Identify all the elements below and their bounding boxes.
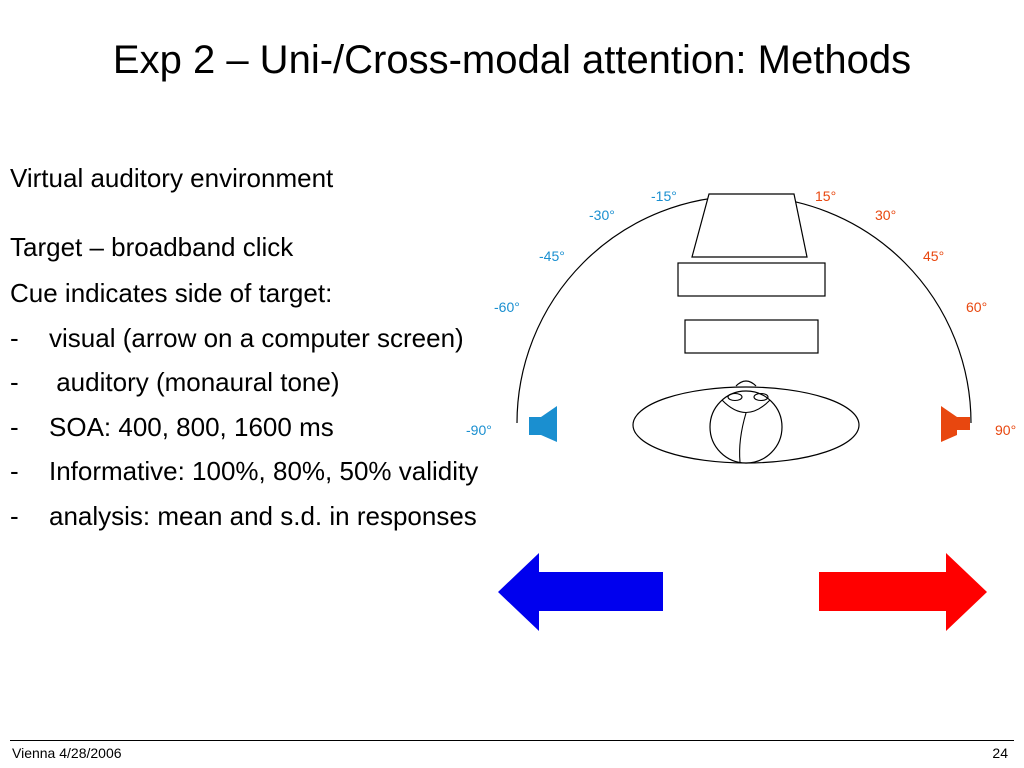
angle-label-left: -90° xyxy=(466,422,492,438)
right-arrow-icon xyxy=(819,553,987,631)
bullet-text: Informative: 100%, 80%, 50% validity xyxy=(49,456,479,486)
angle-label-left: -45° xyxy=(539,248,565,264)
bullet-dash: - xyxy=(10,411,19,442)
bullet-list: -visual (arrow on a computer screen) - a… xyxy=(10,322,480,533)
bullet-item: -visual (arrow on a computer screen) xyxy=(10,322,480,355)
listener-eye-right xyxy=(753,392,769,402)
left-arrow-icon xyxy=(498,553,663,631)
bullet-item: -SOA: 400, 800, 1600 ms xyxy=(10,411,480,444)
angle-label-right: 15° xyxy=(815,188,836,204)
bullet-dash: - xyxy=(10,456,19,486)
monitor-screen xyxy=(691,193,808,258)
angle-label-right: 60° xyxy=(966,299,987,315)
slide-body: Virtual auditory environment Target – br… xyxy=(10,162,480,544)
auditory-environment-diagram: -15° -30° -45° -60° -90° 15° 30° 45° 60°… xyxy=(466,188,1016,464)
footer-divider xyxy=(10,740,1014,741)
bullet-dash: - xyxy=(10,500,19,531)
cue-arrows xyxy=(498,553,987,631)
bullet-text: analysis: mean and s.d. in responses xyxy=(49,500,477,531)
bullet-item: -Informative: 100%, 80%, 50% validity xyxy=(10,455,480,488)
listener-nose xyxy=(735,380,757,387)
listener-face-line xyxy=(721,399,771,414)
listener-eye-left xyxy=(727,392,743,402)
bullet-item: -analysis: mean and s.d. in responses xyxy=(10,500,480,533)
right-speaker-icon xyxy=(941,406,970,442)
slide-title: Exp 2 – Uni-/Cross-modal attention: Meth… xyxy=(112,38,912,82)
angle-label-right: 90° xyxy=(995,422,1016,438)
cue-text: Cue indicates side of target: xyxy=(10,278,333,308)
target-text: Target – broadband click xyxy=(10,231,294,262)
bullet-item: - auditory (monaural tone) xyxy=(10,366,480,399)
left-speaker-icon xyxy=(529,406,557,442)
monitor-base xyxy=(677,262,826,297)
listener-ear-line xyxy=(739,412,747,463)
intro-text: Virtual auditory environment xyxy=(10,163,334,193)
page-number: 24 xyxy=(992,745,1008,761)
angle-label-left: -30° xyxy=(589,207,615,223)
bullet-text: auditory (monaural tone) xyxy=(49,367,340,397)
bullet-dash: - xyxy=(10,367,19,397)
bullet-text: SOA: 400, 800, 1600 ms xyxy=(49,411,334,442)
angle-label-left: -60° xyxy=(494,299,520,315)
angle-label-right: 30° xyxy=(875,207,896,223)
bullet-dash: - xyxy=(10,322,19,353)
keyboard xyxy=(684,319,819,354)
angle-label-left: -15° xyxy=(651,188,677,204)
listener-head xyxy=(709,390,783,464)
footer-date: Vienna 4/28/2006 xyxy=(12,745,122,761)
bullet-text: visual (arrow on a computer screen) xyxy=(49,322,464,353)
angle-label-right: 45° xyxy=(923,248,944,264)
